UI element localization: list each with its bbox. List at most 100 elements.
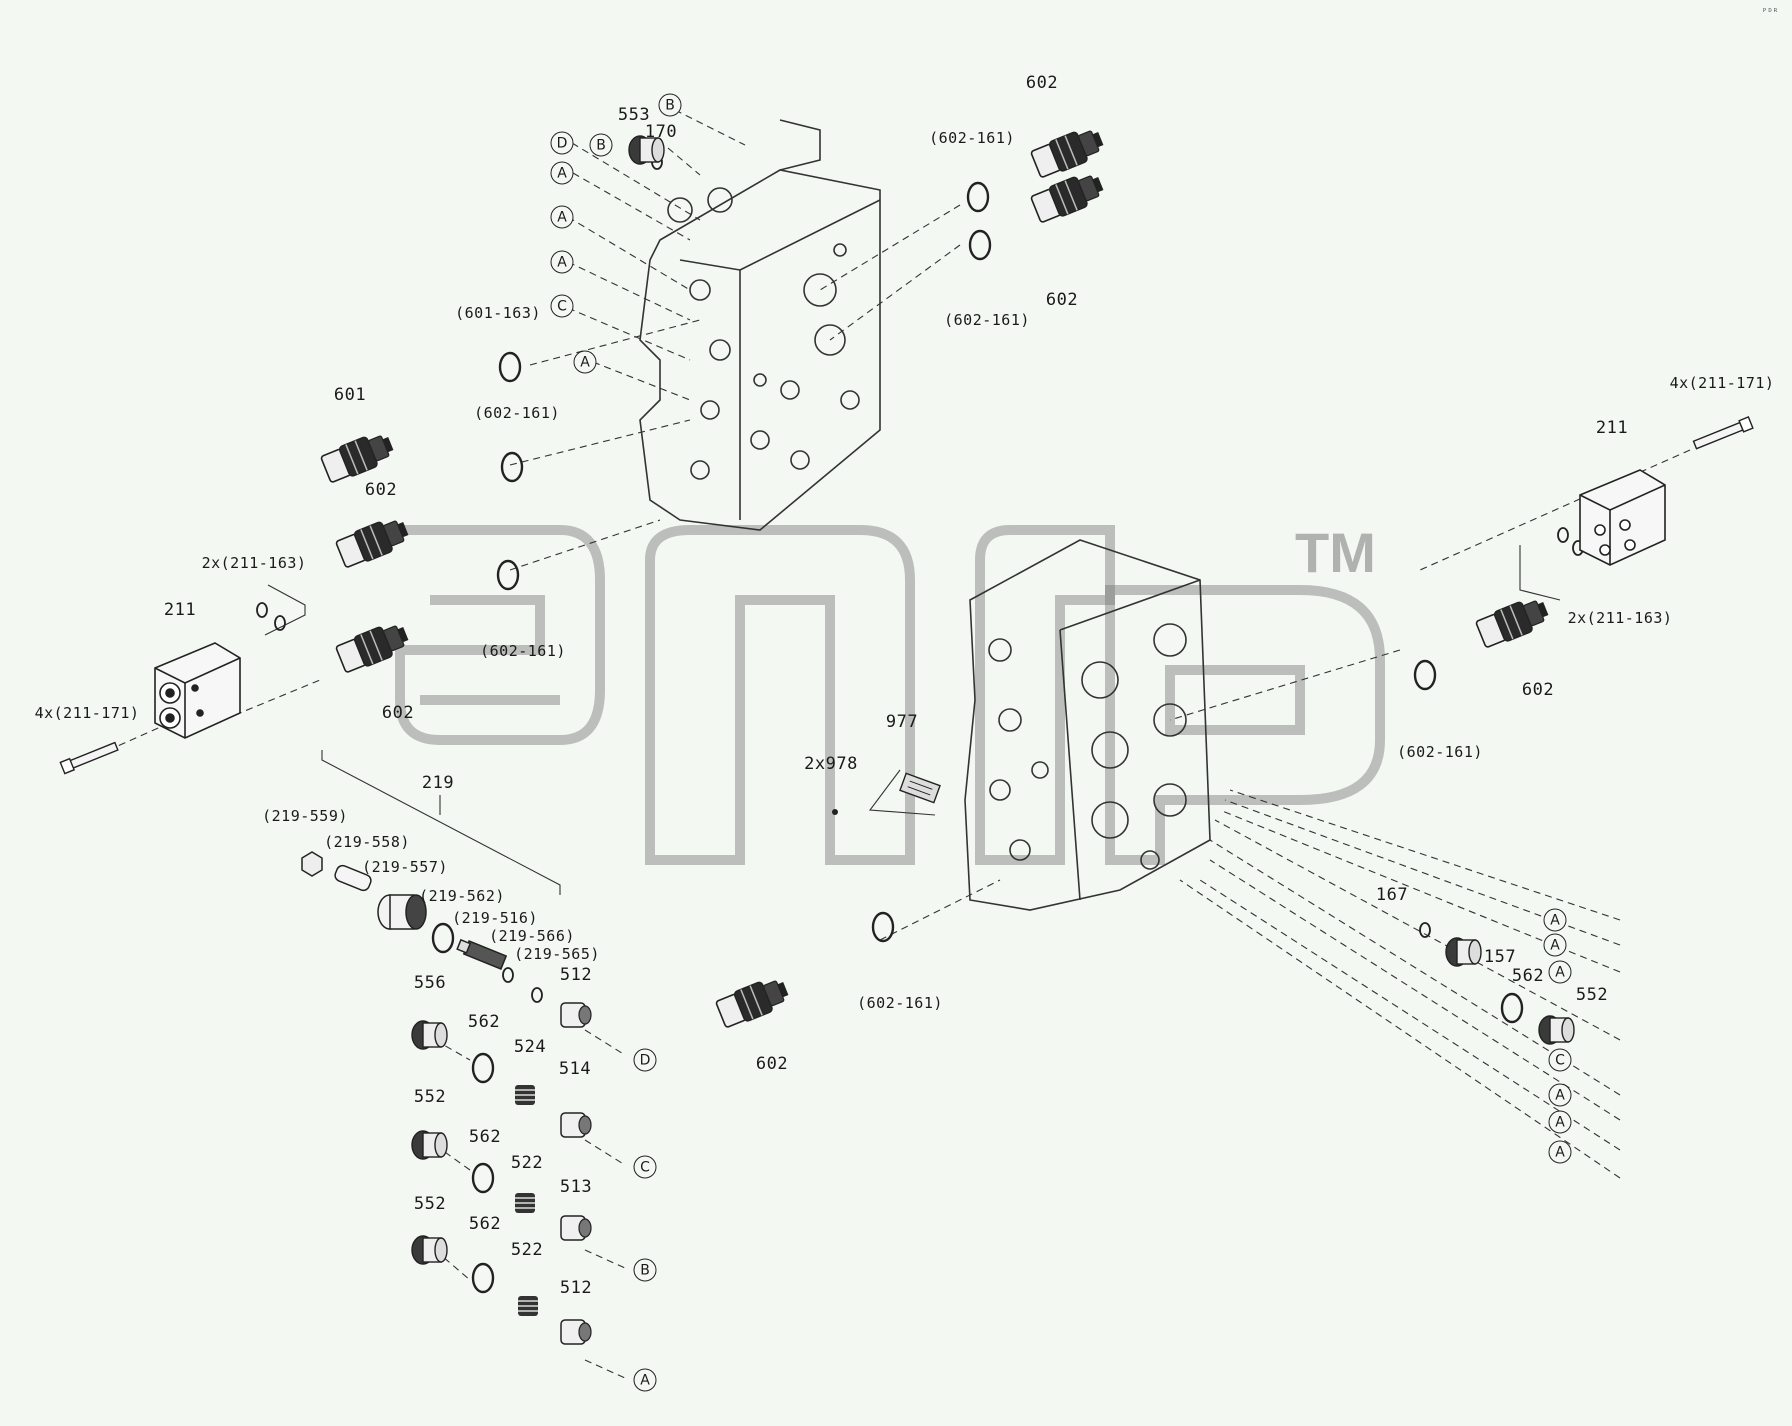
callout-219-557: (219-557) [362,858,448,876]
callout-552-a: 552 [413,1087,447,1107]
callout-602-left2: 602 [381,703,415,723]
assembly-219-parts [301,851,508,970]
ref-circle-a-bottom: A [633,1368,657,1392]
callout-602-top2: 602 [1045,290,1079,310]
callout-219-516: (219-516) [452,909,538,927]
spool-513 [560,1215,592,1241]
plug-552-r [1538,1015,1575,1045]
callout-219-562: (219-562) [419,887,505,905]
ref-circle-b-top: B [658,93,682,117]
callout-522-b: 522 [510,1240,544,1260]
manifold-block-211-left [154,642,241,739]
trademark-mark: TM [1295,521,1376,584]
ref-circle-b-mid: B [589,133,613,157]
pin-219-558 [334,864,372,892]
callout-602-right: 602 [1521,680,1555,700]
ref-circle-a-4: A [573,350,597,374]
o-ring-602-161-f [871,911,895,943]
plug-556 [411,1020,448,1050]
callout-219-566: (219-566) [489,927,575,945]
callout-219-559: (219-559) [262,807,348,825]
o-ring-219-562 [431,922,455,954]
cartridge-602-top-upper [1029,122,1108,181]
callout-602-161-d: (602-161) [480,642,566,660]
spool-514 [560,1112,592,1138]
callout-4x-211-171-right: 4x(211-171) [1669,374,1775,392]
callout-562-right: 562 [1511,966,1545,986]
callout-211-left: 211 [163,600,197,620]
cartridge-602-bottom [714,972,793,1031]
ref-circle-a-right-1: A [1543,908,1567,932]
ref-circle-a-3: A [550,250,574,274]
ref-circle-c-bottom: C [633,1155,657,1179]
o-ring-219-565 [531,987,543,1003]
callout-157: 157 [1483,947,1517,967]
spool-512-b [560,1319,592,1345]
callout-562-b: 562 [468,1127,502,1147]
callout-4x-211-171-left: 4x(211-171) [34,704,140,722]
small-ring-211-163-l1 [256,602,268,618]
plug-552-a [411,1130,448,1160]
ref-circle-a-right-5: A [1548,1110,1572,1134]
ref-circle-a-right-4: A [1548,1083,1572,1107]
callout-167: 167 [1375,885,1409,905]
o-ring-602-161-d [496,559,520,591]
callout-170: 170 [644,122,678,142]
o-ring-562-b [471,1162,495,1194]
callout-602-161-e: (602-161) [1397,743,1483,761]
upper-valve-body [639,119,881,531]
bolt-211-171-right [1692,416,1754,450]
o-ring-602-161-a [966,181,990,213]
callout-602-161-a: (602-161) [929,129,1015,147]
callout-562-a: 562 [467,1012,501,1032]
o-ring-167 [1419,922,1431,938]
o-ring-219-566 [502,967,514,983]
callout-219-558: (219-558) [324,833,410,851]
corner-mark: ᴾᴰᴿ [1762,8,1779,18]
ref-circle-d-top: D [550,131,574,155]
callout-522-a: 522 [510,1153,544,1173]
callout-602-161-b: (602-161) [944,311,1030,329]
callout-553: 553 [617,105,651,125]
callout-562-c: 562 [468,1214,502,1234]
ref-circle-b-bottom: B [633,1258,657,1282]
o-ring-602-161-b [968,229,992,261]
callout-556: 556 [413,973,447,993]
callout-512-a: 512 [559,965,593,985]
ref-circle-a-2: A [550,205,574,229]
callout-602-161-c: (602-161) [474,404,560,422]
callout-602-161-f: (602-161) [857,994,943,1012]
callout-513: 513 [559,1177,593,1197]
callout-552-b: 552 [413,1194,447,1214]
stem-219-516 [456,938,508,970]
ref-circle-c-right: C [1548,1048,1572,1072]
o-ring-601-163 [498,351,522,383]
spring-522-a [514,1192,536,1214]
plug-552-b [411,1235,448,1265]
ref-circle-a-right-2: A [1543,933,1567,957]
ref-circle-a-right-6: A [1548,1140,1572,1164]
callout-552-right: 552 [1575,985,1609,1005]
callout-524: 524 [513,1037,547,1057]
lower-valve-body [964,539,1211,911]
name-plate-977 [899,772,941,804]
o-ring-562-r [1500,992,1524,1024]
ref-circle-d-bottom: D [633,1048,657,1072]
ref-circle-a-1: A [550,161,574,185]
callout-602-bottom: 602 [755,1054,789,1074]
cartridge-602-right [1474,592,1553,651]
relief-valve-601 [319,427,398,486]
cartridge-602-left-upper [334,512,413,571]
o-ring-562-c [471,1262,495,1294]
callout-514: 514 [558,1059,592,1079]
spool-512-a [560,1002,592,1028]
ref-circle-c-top: C [550,294,574,318]
spring-524 [514,1084,536,1106]
callout-601-163: (601-163) [455,304,541,322]
ref-circle-a-right-3: A [1548,960,1572,984]
o-ring-602-161-e [1413,659,1437,691]
spring-522-b [517,1295,539,1317]
callout-977: 977 [885,712,919,732]
bolt-211-171-left [59,741,119,775]
